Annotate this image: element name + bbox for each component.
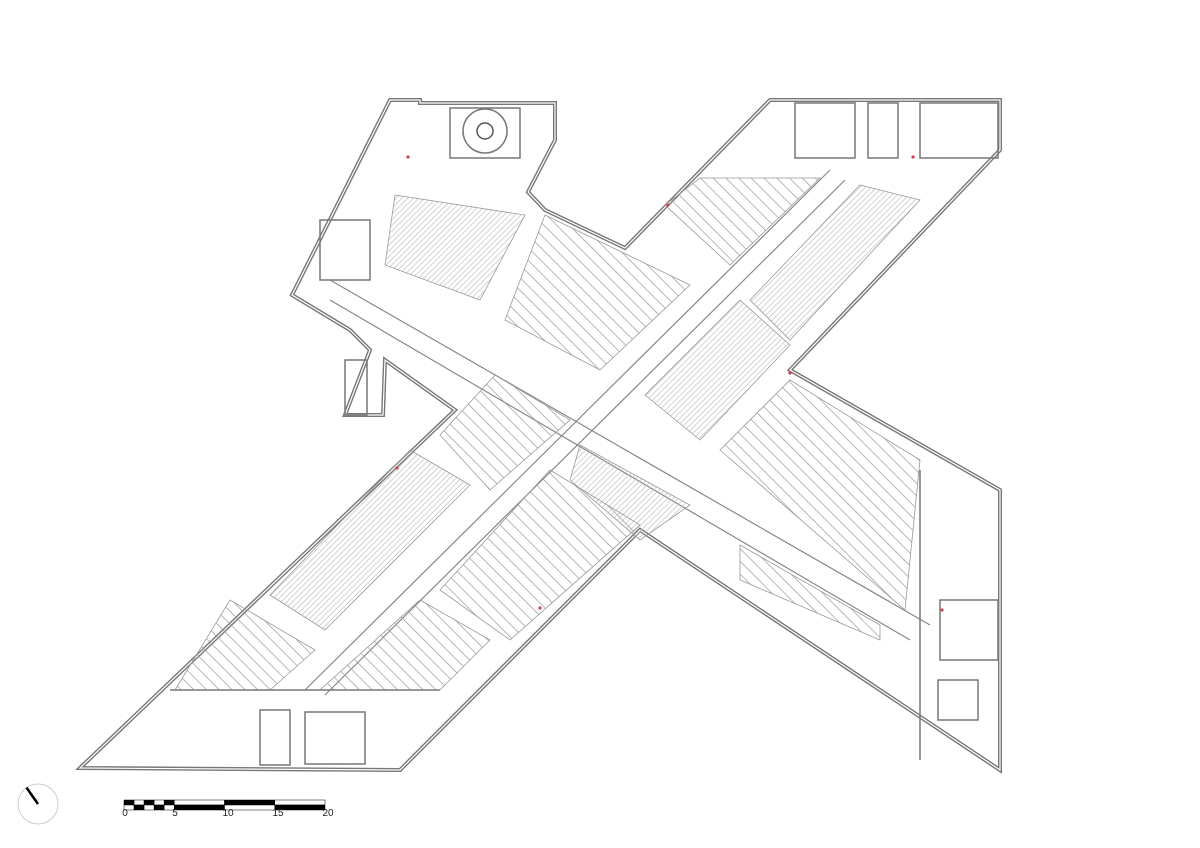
scale-segment bbox=[224, 799, 275, 806]
scale-segment bbox=[143, 799, 155, 806]
scale-segment bbox=[163, 799, 175, 806]
seating-areas bbox=[174, 177, 921, 691]
fire-markers bbox=[395, 155, 944, 612]
service-cores bbox=[170, 102, 999, 766]
scale-segment bbox=[153, 799, 165, 806]
scale-bar bbox=[123, 799, 326, 811]
scale-segment bbox=[153, 804, 165, 811]
scale-segment bbox=[274, 804, 326, 811]
scale-segment bbox=[123, 799, 135, 806]
scale-label-5: 5 bbox=[172, 808, 178, 819]
scale-segment bbox=[143, 804, 155, 811]
scale-label-0: 0 bbox=[122, 808, 128, 819]
scale-label-15: 15 bbox=[272, 808, 284, 819]
scale-label-10: 10 bbox=[222, 808, 234, 819]
scale-segment bbox=[174, 799, 225, 806]
round-stair bbox=[449, 107, 521, 159]
scale-segment bbox=[133, 799, 145, 806]
north-arrow bbox=[17, 783, 59, 825]
scale-segment bbox=[274, 799, 326, 806]
scale-segment bbox=[174, 804, 225, 811]
scale-label-20: 20 bbox=[322, 808, 334, 819]
scale-segment bbox=[133, 804, 145, 811]
